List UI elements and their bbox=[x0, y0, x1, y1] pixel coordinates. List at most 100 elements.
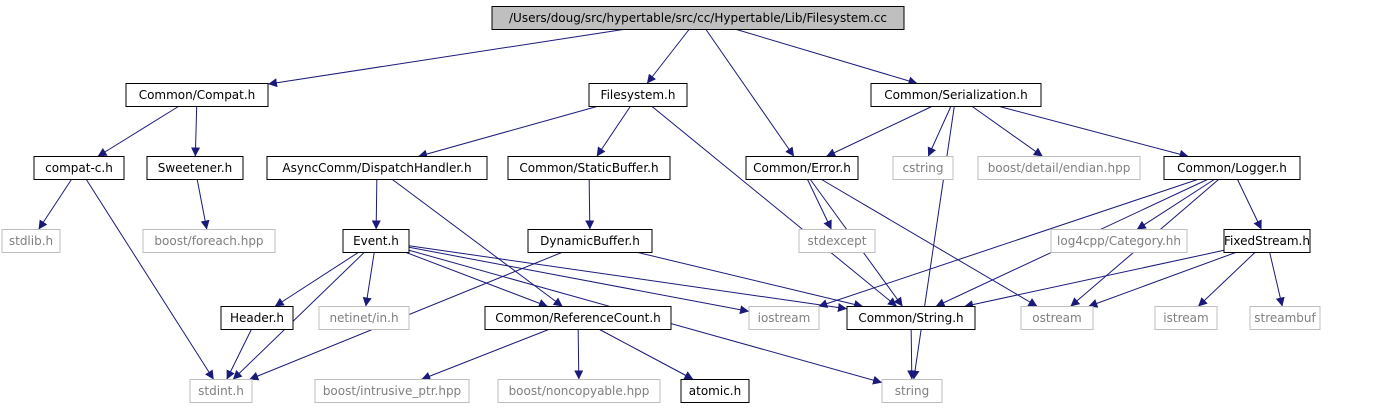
node-users-doug-src-hypertable-src-cc-hypertable-lib-filesystem-cc[interactable]: /Users/doug/src/hypertable/src/cc/Hypert… bbox=[491, 6, 905, 30]
node-common-compat-h[interactable]: Common/Compat.h bbox=[125, 83, 269, 107]
dependency-edge bbox=[371, 179, 381, 230]
node-sweetener-h[interactable]: Sweetener.h bbox=[146, 156, 244, 180]
dependency-edge bbox=[267, 29, 624, 88]
node-cstring: cstring bbox=[892, 156, 954, 180]
node-common-staticbuffer-h[interactable]: Common/StaticBuffer.h bbox=[507, 156, 671, 180]
edge-fs_cc-to-filesystem bbox=[646, 29, 690, 84]
node-boost-detail-endian-hpp: boost/detail/endian.hpp bbox=[977, 156, 1141, 180]
edge-sweet-to-foreach bbox=[196, 179, 210, 230]
edge-error-to-stdexcept bbox=[807, 179, 832, 230]
node-label: atomic.h bbox=[689, 384, 741, 398]
node-box bbox=[491, 6, 905, 30]
node-fixedstream-h[interactable]: FixedStream.h bbox=[1223, 229, 1311, 253]
file-nodes: /Users/doug/src/hypertable/src/cc/Hypert… bbox=[1, 6, 1321, 403]
node-common-string-h[interactable]: Common/String.h bbox=[846, 306, 976, 330]
node-label: string bbox=[895, 384, 929, 398]
node-label: boost/intrusive_ptr.hpp bbox=[323, 384, 461, 398]
edge-event-to-cstr bbox=[408, 245, 848, 312]
node-box bbox=[527, 229, 653, 253]
node-label: DynamicBuffer.h bbox=[540, 234, 640, 248]
node-dynamicbuffer-h[interactable]: DynamicBuffer.h bbox=[527, 229, 653, 253]
edge-fs_cc-to-serial bbox=[736, 29, 918, 86]
dependency-edge bbox=[274, 252, 359, 307]
node-box bbox=[748, 306, 820, 330]
edge-serial-to-endian bbox=[971, 106, 1044, 157]
node-box bbox=[318, 306, 410, 330]
node-label: stdexcept bbox=[808, 234, 867, 248]
node-box bbox=[1223, 229, 1311, 253]
node-box bbox=[745, 156, 859, 180]
edge-fs_cc-to-error bbox=[705, 29, 795, 157]
node-boost-intrusive-ptr-hpp: boost/intrusive_ptr.hpp bbox=[314, 379, 470, 403]
dependency-edge bbox=[910, 106, 955, 380]
node-box bbox=[798, 229, 876, 253]
dependency-edge bbox=[999, 106, 1189, 159]
node-common-error-h[interactable]: Common/Error.h bbox=[745, 156, 859, 180]
node-ostream: ostream bbox=[1020, 306, 1094, 330]
node-label: cstring bbox=[902, 161, 943, 175]
node-box bbox=[881, 379, 943, 403]
edge-event-to-iostream bbox=[408, 246, 750, 315]
dependency-edge bbox=[907, 329, 917, 380]
node-box bbox=[1249, 306, 1321, 330]
dependency-edge bbox=[971, 106, 1044, 157]
dependency-edge bbox=[417, 106, 598, 159]
node-label: compat-c.h bbox=[45, 161, 113, 175]
edge-compat-to-sweet bbox=[191, 106, 201, 157]
node-label: AsyncComm/DispatchHandler.h bbox=[282, 161, 471, 175]
node-common-referencecount-h[interactable]: Common/ReferenceCount.h bbox=[484, 306, 672, 330]
node-box bbox=[189, 379, 253, 403]
node-box bbox=[870, 83, 1042, 107]
node-box bbox=[342, 229, 410, 253]
dependency-edge bbox=[964, 249, 1225, 309]
node-box bbox=[220, 306, 294, 330]
node-label: istream bbox=[1163, 311, 1208, 325]
dependency-edge bbox=[362, 252, 375, 307]
node-label: iostream bbox=[758, 311, 811, 325]
dependency-edge bbox=[574, 329, 584, 380]
dependency-edge bbox=[646, 29, 690, 84]
node-label: Common/ReferenceCount.h bbox=[495, 311, 661, 325]
edge-dynbuf-to-cstr bbox=[637, 252, 864, 309]
dependency-edge bbox=[651, 106, 898, 307]
dependency-edge bbox=[736, 29, 918, 86]
node-box bbox=[1020, 306, 1094, 330]
node-box bbox=[142, 229, 276, 253]
dependency-edge bbox=[585, 179, 595, 230]
node-atomic-h[interactable]: atomic.h bbox=[680, 379, 750, 403]
node-event-h[interactable]: Event.h bbox=[342, 229, 410, 253]
node-box bbox=[507, 156, 671, 180]
dependency-edge bbox=[818, 179, 1198, 308]
dependency-edge bbox=[408, 245, 848, 312]
node-label: boost/detail/endian.hpp bbox=[988, 161, 1131, 175]
node-label: Common/StaticBuffer.h bbox=[519, 161, 658, 175]
node-asynccomm-dispatchhandler-h[interactable]: AsyncComm/DispatchHandler.h bbox=[266, 156, 488, 180]
dependency-edges bbox=[38, 29, 1285, 385]
node-compat-c-h[interactable]: compat-c.h bbox=[33, 156, 125, 180]
node-label: stdint.h bbox=[198, 384, 244, 398]
node-box bbox=[588, 83, 688, 107]
edge-serial-to-string bbox=[910, 106, 955, 380]
dependency-edge bbox=[826, 106, 932, 157]
dependency-edge bbox=[807, 179, 832, 230]
dependency-edge bbox=[232, 252, 365, 380]
node-label: Header.h bbox=[230, 311, 284, 325]
node-label: Common/Error.h bbox=[753, 161, 851, 175]
node-streambuf: streambuf bbox=[1249, 306, 1321, 330]
node-common-logger-h[interactable]: Common/Logger.h bbox=[1163, 156, 1301, 180]
node-common-serialization-h[interactable]: Common/Serialization.h bbox=[870, 83, 1042, 107]
node-box bbox=[1, 229, 61, 253]
node-filesystem-h[interactable]: Filesystem.h bbox=[588, 83, 688, 107]
node-box bbox=[146, 156, 244, 180]
node-header-h[interactable]: Header.h bbox=[220, 306, 294, 330]
edge-serial-to-logger bbox=[999, 106, 1189, 159]
edge-event-to-netinet bbox=[362, 252, 375, 307]
node-label: Sweetener.h bbox=[158, 161, 233, 175]
node-label: FixedStream.h bbox=[1224, 234, 1310, 248]
node-label: Common/Compat.h bbox=[139, 88, 256, 102]
edge-serial-to-error bbox=[826, 106, 932, 157]
node-box bbox=[846, 306, 976, 330]
node-label: ostream bbox=[1032, 311, 1081, 325]
node-box bbox=[977, 156, 1141, 180]
